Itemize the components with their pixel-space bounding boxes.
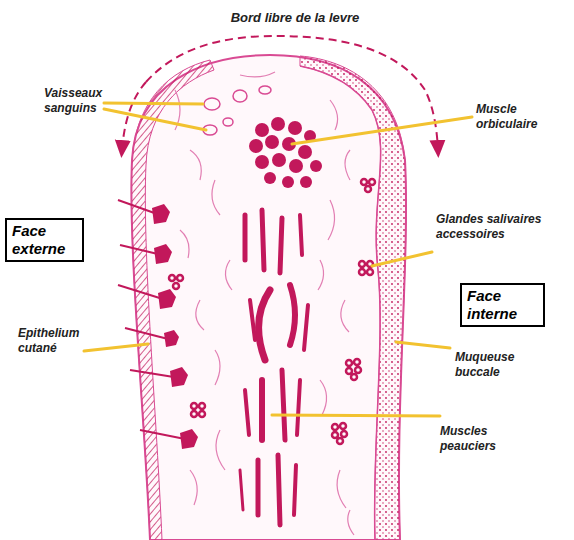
face-box: Face interne xyxy=(460,283,545,327)
part-label: Epithelium cutané xyxy=(18,326,88,356)
part-label: Muqueuse buccale xyxy=(455,350,531,380)
part-label: Vaisseaux sanguins xyxy=(44,86,110,116)
part-label: Muscles peauciers xyxy=(440,424,514,454)
face-label: Face interne xyxy=(467,287,538,323)
part-label: Glandes salivaires accessoires xyxy=(436,212,562,242)
title-label: Bord libre de la levre xyxy=(205,10,385,25)
face-label: Face externe xyxy=(12,222,77,258)
face-box: Face externe xyxy=(5,218,84,262)
part-label: Muscle orbiculaire xyxy=(476,102,554,132)
